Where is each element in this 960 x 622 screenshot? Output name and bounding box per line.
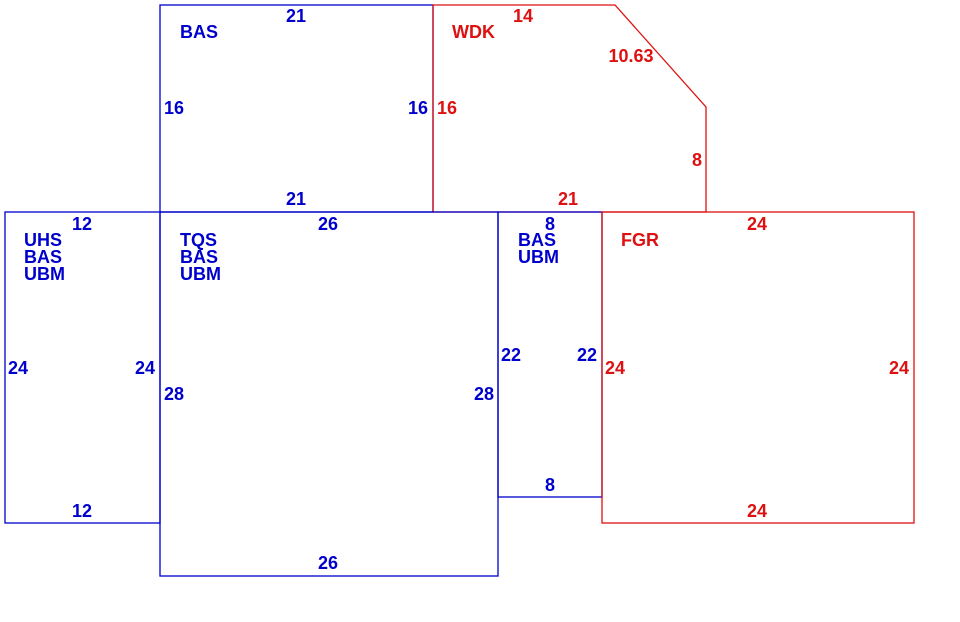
area-bas-small-code-1: BAS — [518, 230, 556, 250]
area-uhs-code-1: UHS — [24, 230, 62, 250]
area-fgr: FGR 24 24 24 24 — [601, 211, 915, 524]
dim-fgr-right: 24 — [889, 358, 909, 378]
dim-bas-top-left: 16 — [164, 98, 184, 118]
dim-bas-top-right: 16 — [408, 98, 428, 118]
dim-tqs-bottom: 26 — [318, 553, 338, 573]
area-bas-top-code: BAS — [180, 22, 218, 42]
area-bas-small-code-2: UBM — [518, 247, 559, 267]
area-wdk-outline — [432, 4, 707, 213]
dim-bas-small-bottom: 8 — [545, 475, 555, 495]
dim-bas-small-top: 8 — [545, 214, 555, 234]
dim-wdk-bottom: 21 — [558, 189, 578, 209]
area-tqs: TQS BAS UBM 26 26 28 28 — [159, 211, 499, 577]
dim-bas-small-right: 22 — [577, 345, 597, 365]
dim-wdk-left: 16 — [437, 98, 457, 118]
area-tqs-code-1: TQS — [180, 230, 217, 250]
dim-tqs-right: 28 — [474, 384, 494, 404]
area-uhs-code-2: BAS — [24, 247, 62, 267]
area-bas-top: BAS 21 21 16 16 — [159, 4, 434, 213]
dim-uhs-bottom: 12 — [72, 501, 92, 521]
dim-fgr-bottom: 24 — [747, 501, 767, 521]
dim-uhs-top: 12 — [72, 214, 92, 234]
dim-tqs-top: 26 — [318, 214, 338, 234]
area-wdk-code: WDK — [452, 22, 495, 42]
area-tqs-code-2: BAS — [180, 247, 218, 267]
dim-wdk-angle: 10.63 — [608, 46, 653, 66]
dim-wdk-top: 14 — [513, 6, 533, 26]
area-uhs: UHS BAS UBM 12 12 24 24 — [4, 211, 161, 524]
area-uhs-code-3: UBM — [24, 264, 65, 284]
area-wdk: WDK 14 10.63 16 8 21 — [432, 4, 707, 213]
area-fgr-code: FGR — [621, 230, 659, 250]
dim-bas-top-bottom: 21 — [286, 189, 306, 209]
dim-bas-top-top: 21 — [286, 6, 306, 26]
dim-uhs-left: 24 — [8, 358, 28, 378]
area-bas-small: BAS UBM 8 8 22 22 — [497, 211, 603, 498]
dim-fgr-top: 24 — [747, 214, 767, 234]
area-fgr-outline — [601, 211, 915, 524]
dim-uhs-right: 24 — [135, 358, 155, 378]
dim-tqs-left: 28 — [164, 384, 184, 404]
area-tqs-code-3: UBM — [180, 264, 221, 284]
dim-wdk-right: 8 — [692, 150, 702, 170]
dim-fgr-left: 24 — [605, 358, 625, 378]
dim-bas-small-left: 22 — [501, 345, 521, 365]
